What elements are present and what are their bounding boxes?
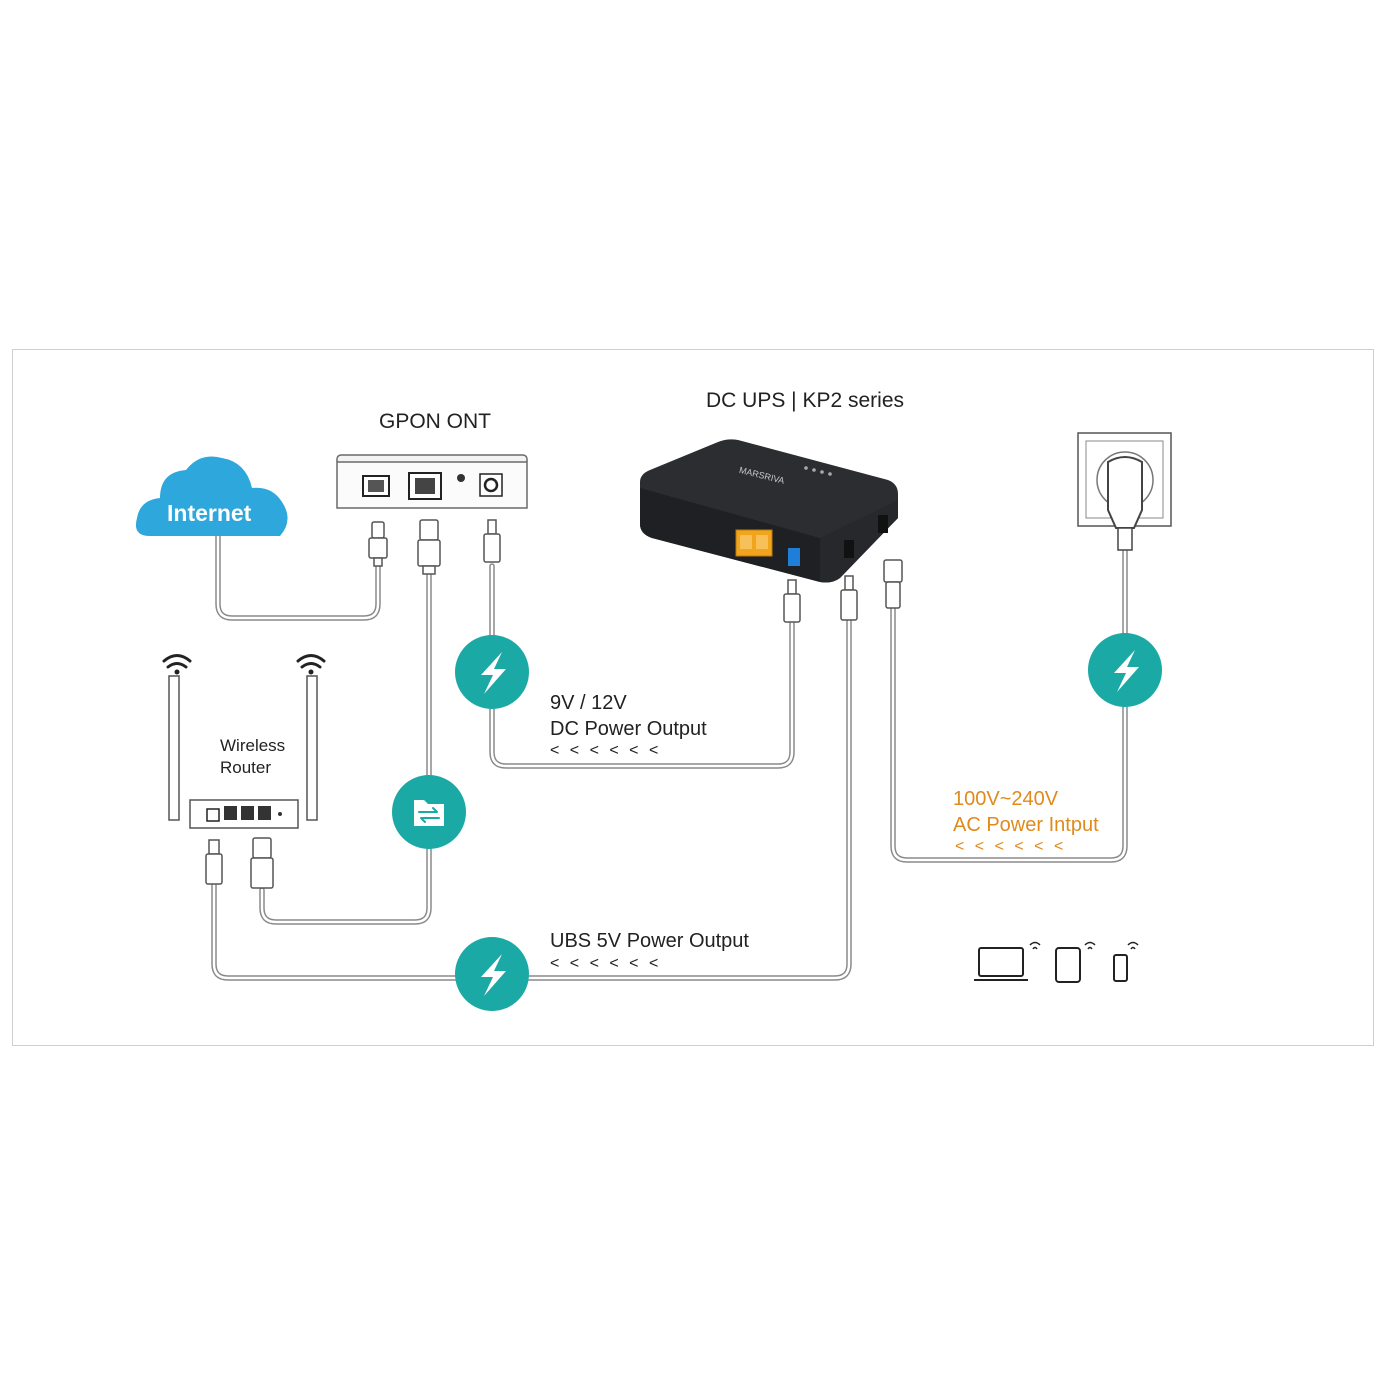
ac-input-label: AC Power Intput [953, 814, 1099, 836]
gpon-ont-label: GPON ONT [379, 410, 492, 433]
gpon-ont-device [336, 454, 528, 509]
internet-cloud-icon [135, 456, 288, 536]
router-label-line2: Router [220, 758, 272, 777]
usb-flow-arrows: < < < < < < [550, 955, 662, 972]
dc-ups-label: DC UPS | KP2 series [706, 389, 905, 412]
ac-flow-arrows: < < < < < < [955, 838, 1067, 855]
lightning-icon [455, 635, 529, 709]
usb-output-label: UBS 5V Power Output [550, 930, 749, 952]
dc-flow-arrows: < < < < < < [550, 742, 662, 759]
wall-socket [1077, 432, 1172, 551]
router-label-line1: Wireless [220, 736, 286, 755]
diagram-frame [12, 349, 1374, 1046]
cables [211, 531, 1128, 981]
tablet-icon [1055, 941, 1096, 983]
lightning-icon [1088, 633, 1162, 707]
wireless-router [168, 675, 318, 829]
internet-label: Internet [167, 500, 252, 526]
dc-voltage-label: 9V / 12V [550, 692, 627, 714]
lightning-icon [455, 937, 529, 1011]
ac-voltage-label: 100V~240V [953, 788, 1059, 810]
laptop-icon [974, 941, 1041, 981]
wifi-icon [162, 654, 326, 675]
file-transfer-icon [392, 775, 466, 849]
dc-ups-device: MARSRIVA [640, 439, 898, 583]
connector-plugs [205, 519, 903, 889]
dc-output-label: DC Power Output [550, 718, 707, 740]
phone-icon [1113, 941, 1139, 982]
